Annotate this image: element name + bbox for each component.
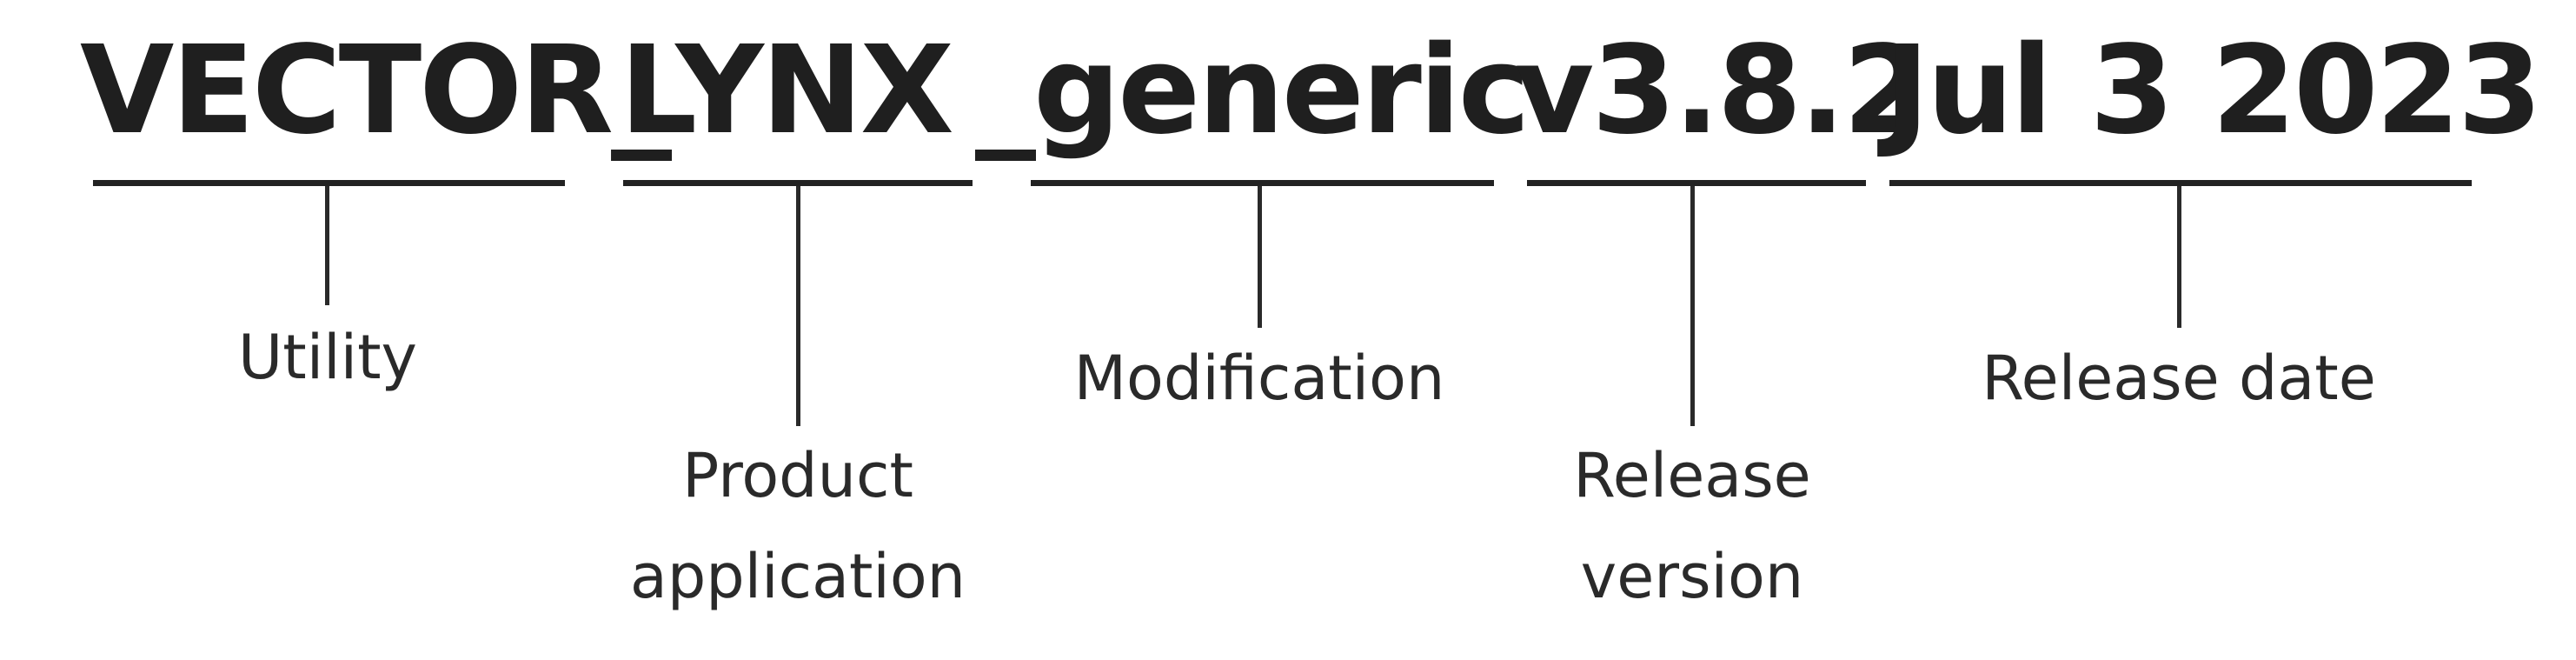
segment-version-label-line1: Release	[1573, 440, 1811, 511]
segment-product-text: LYNX	[620, 20, 954, 162]
segment-utility-underline	[93, 180, 565, 186]
segment-utility-text: VECTOR_	[80, 20, 672, 162]
segment-utility-label: Utility	[238, 322, 417, 393]
segment-modification-underline	[1031, 180, 1494, 186]
segment-product-label-line1: Product	[682, 440, 913, 511]
segment-version-underline	[1527, 180, 1866, 186]
segment-product-underline	[623, 180, 973, 186]
segment-modification-label: Modification	[1073, 343, 1445, 414]
segment-utility-connector	[325, 186, 329, 305]
segment-product-connector	[796, 186, 800, 426]
segment-product-label-line2: application	[629, 541, 966, 612]
segment-modification-text: _generic	[975, 20, 1530, 162]
segment-modification-connector	[1258, 186, 1262, 328]
segment-version-connector	[1690, 186, 1695, 426]
segment-date-connector	[2177, 186, 2181, 328]
segment-date-label: Release date	[1982, 343, 2376, 414]
segment-date-underline	[1889, 180, 2472, 186]
segment-version-label-line2: version	[1580, 541, 1804, 612]
segment-version-text: v3.8.2	[1515, 20, 1928, 162]
segment-date-text: Jul 3 2023	[1884, 20, 2542, 162]
